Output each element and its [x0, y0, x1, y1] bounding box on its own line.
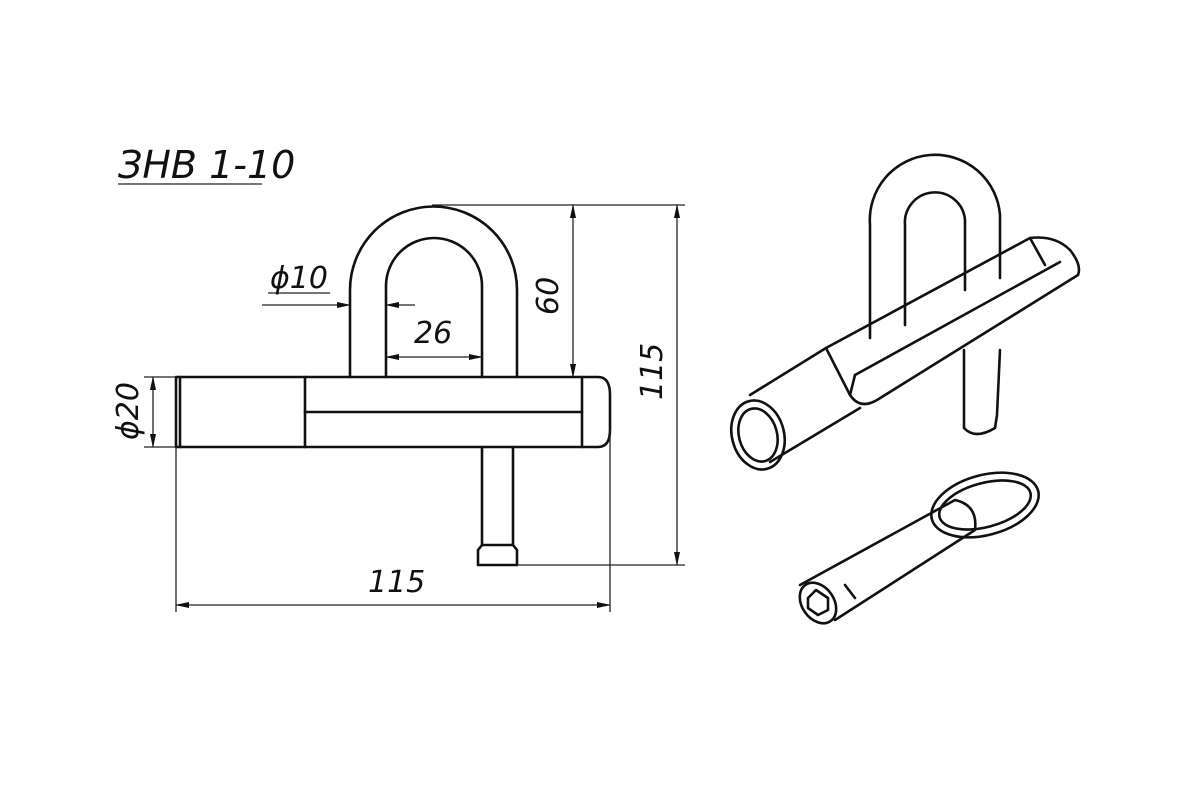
dim-body-diameter: ϕ20 — [111, 382, 146, 440]
locking-pin — [476, 445, 519, 567]
dim-shackle-inner-width: 26 — [414, 316, 452, 351]
dim-shackle-diameter: ϕ10 — [270, 261, 328, 296]
front-view — [174, 205, 612, 567]
dim-total-height: 115 — [635, 343, 670, 400]
shackle-outer — [348, 205, 519, 379]
dimensions: ϕ10 26 60 115 ϕ20 115 — [111, 204, 685, 612]
drawing-title: ЗНВ 1-10 — [118, 143, 295, 187]
dim-shackle-height: 60 — [531, 277, 566, 315]
isometric-key — [798, 471, 1040, 625]
isometric-lock — [730, 153, 1081, 471]
dim-total-length: 115 — [368, 565, 425, 600]
shackle-inner — [384, 236, 484, 379]
